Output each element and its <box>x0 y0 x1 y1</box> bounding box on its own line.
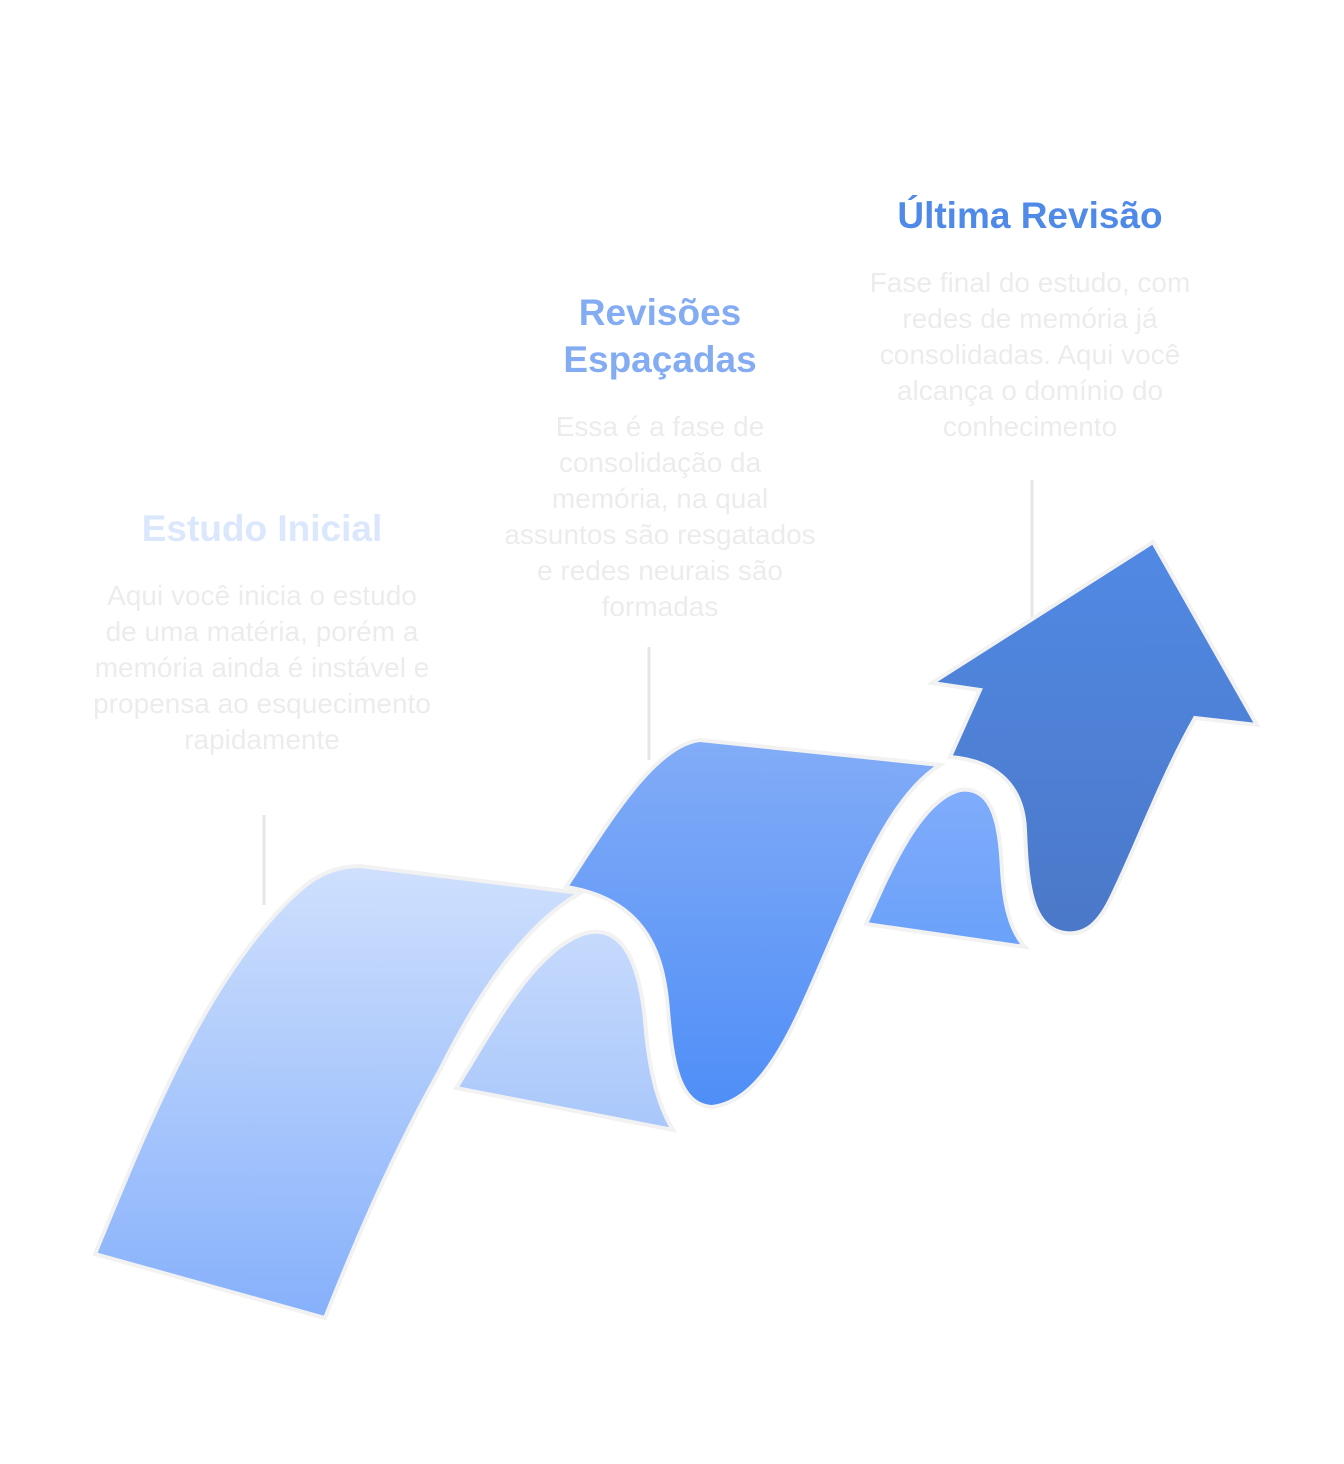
stage-3-description: Fase final do estudo, com redes de memór… <box>869 267 1191 442</box>
stage-1-description: Aqui você inicia o estudo de uma matéria… <box>93 580 431 755</box>
stage-2-ribbon <box>562 737 946 1110</box>
stage-3-title: Última Revisão <box>897 195 1163 236</box>
stage-3-arrow <box>926 539 1261 936</box>
stage-2-title: Revisões Espaçadas <box>563 292 757 380</box>
stage-revisoes-espacadas: Revisões Espaçadas Essa é a fase de cons… <box>500 289 820 625</box>
stage-2-description: Essa é a fase de consolidação da memória… <box>504 411 816 622</box>
stage-1-ribbon <box>92 863 587 1321</box>
stage-estudo-inicial: Estudo Inicial Aqui você inicia o estudo… <box>92 505 432 758</box>
stage-1-title: Estudo Inicial <box>141 508 383 549</box>
stage-2-fold <box>863 787 1031 950</box>
stage-1-fold <box>452 929 678 1133</box>
stage-ultima-revisao: Última Revisão Fase final do estudo, com… <box>860 192 1200 445</box>
